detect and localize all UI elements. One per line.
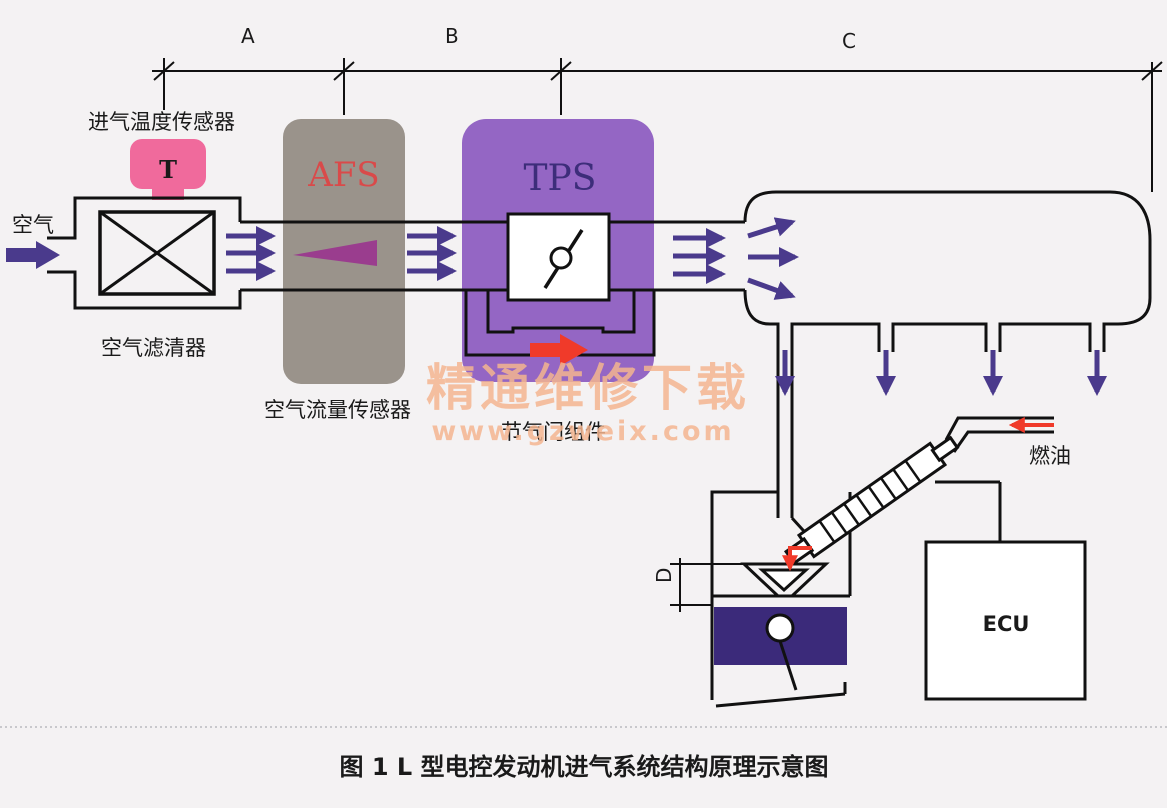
intake-manifold	[743, 190, 1152, 518]
fuel-injector	[783, 435, 960, 566]
air-filter-label: 空气滤清器	[101, 336, 206, 360]
tps-label: TPS	[524, 158, 597, 199]
throttle-valve	[543, 229, 584, 289]
injector-spray-arrow	[782, 546, 812, 572]
ecu-label: ECU	[983, 612, 1030, 636]
figure-caption: 图 1 L 型电控发动机进气系统结构原理示意图	[339, 753, 828, 781]
piston	[714, 607, 847, 691]
fuel-label: 燃油	[1029, 444, 1071, 468]
air-flow-sensor-label: 空气流量传感器	[264, 398, 411, 422]
throttle-assembly-label: 节气门组件	[501, 420, 606, 444]
air-inlet-label: 空气	[12, 213, 54, 237]
air-filter	[47, 196, 242, 310]
dim-label-a: A	[241, 24, 255, 48]
ecu-box: ECU	[924, 480, 1087, 701]
temp-symbol: T	[159, 155, 177, 184]
air-inlet-arrow	[6, 241, 60, 269]
watermark-url: www.gzweix.com	[431, 416, 734, 447]
dimension-line	[152, 58, 1163, 192]
afs-label: AFS	[307, 155, 379, 195]
dim-d-lines	[670, 558, 748, 612]
air-flow-arrows	[226, 217, 1107, 396]
dim-label-b: B	[445, 24, 459, 48]
intake-temp-sensor-label: 进气温度传感器	[88, 110, 235, 134]
watermark-cn: 精通维修下载	[426, 359, 750, 417]
dim-label-c: C	[842, 29, 856, 53]
intake-duct	[240, 220, 745, 292]
bypass-red-arrow	[530, 334, 588, 366]
dim-label-d: D	[652, 568, 676, 583]
afs-measuring-wedge	[293, 240, 377, 266]
